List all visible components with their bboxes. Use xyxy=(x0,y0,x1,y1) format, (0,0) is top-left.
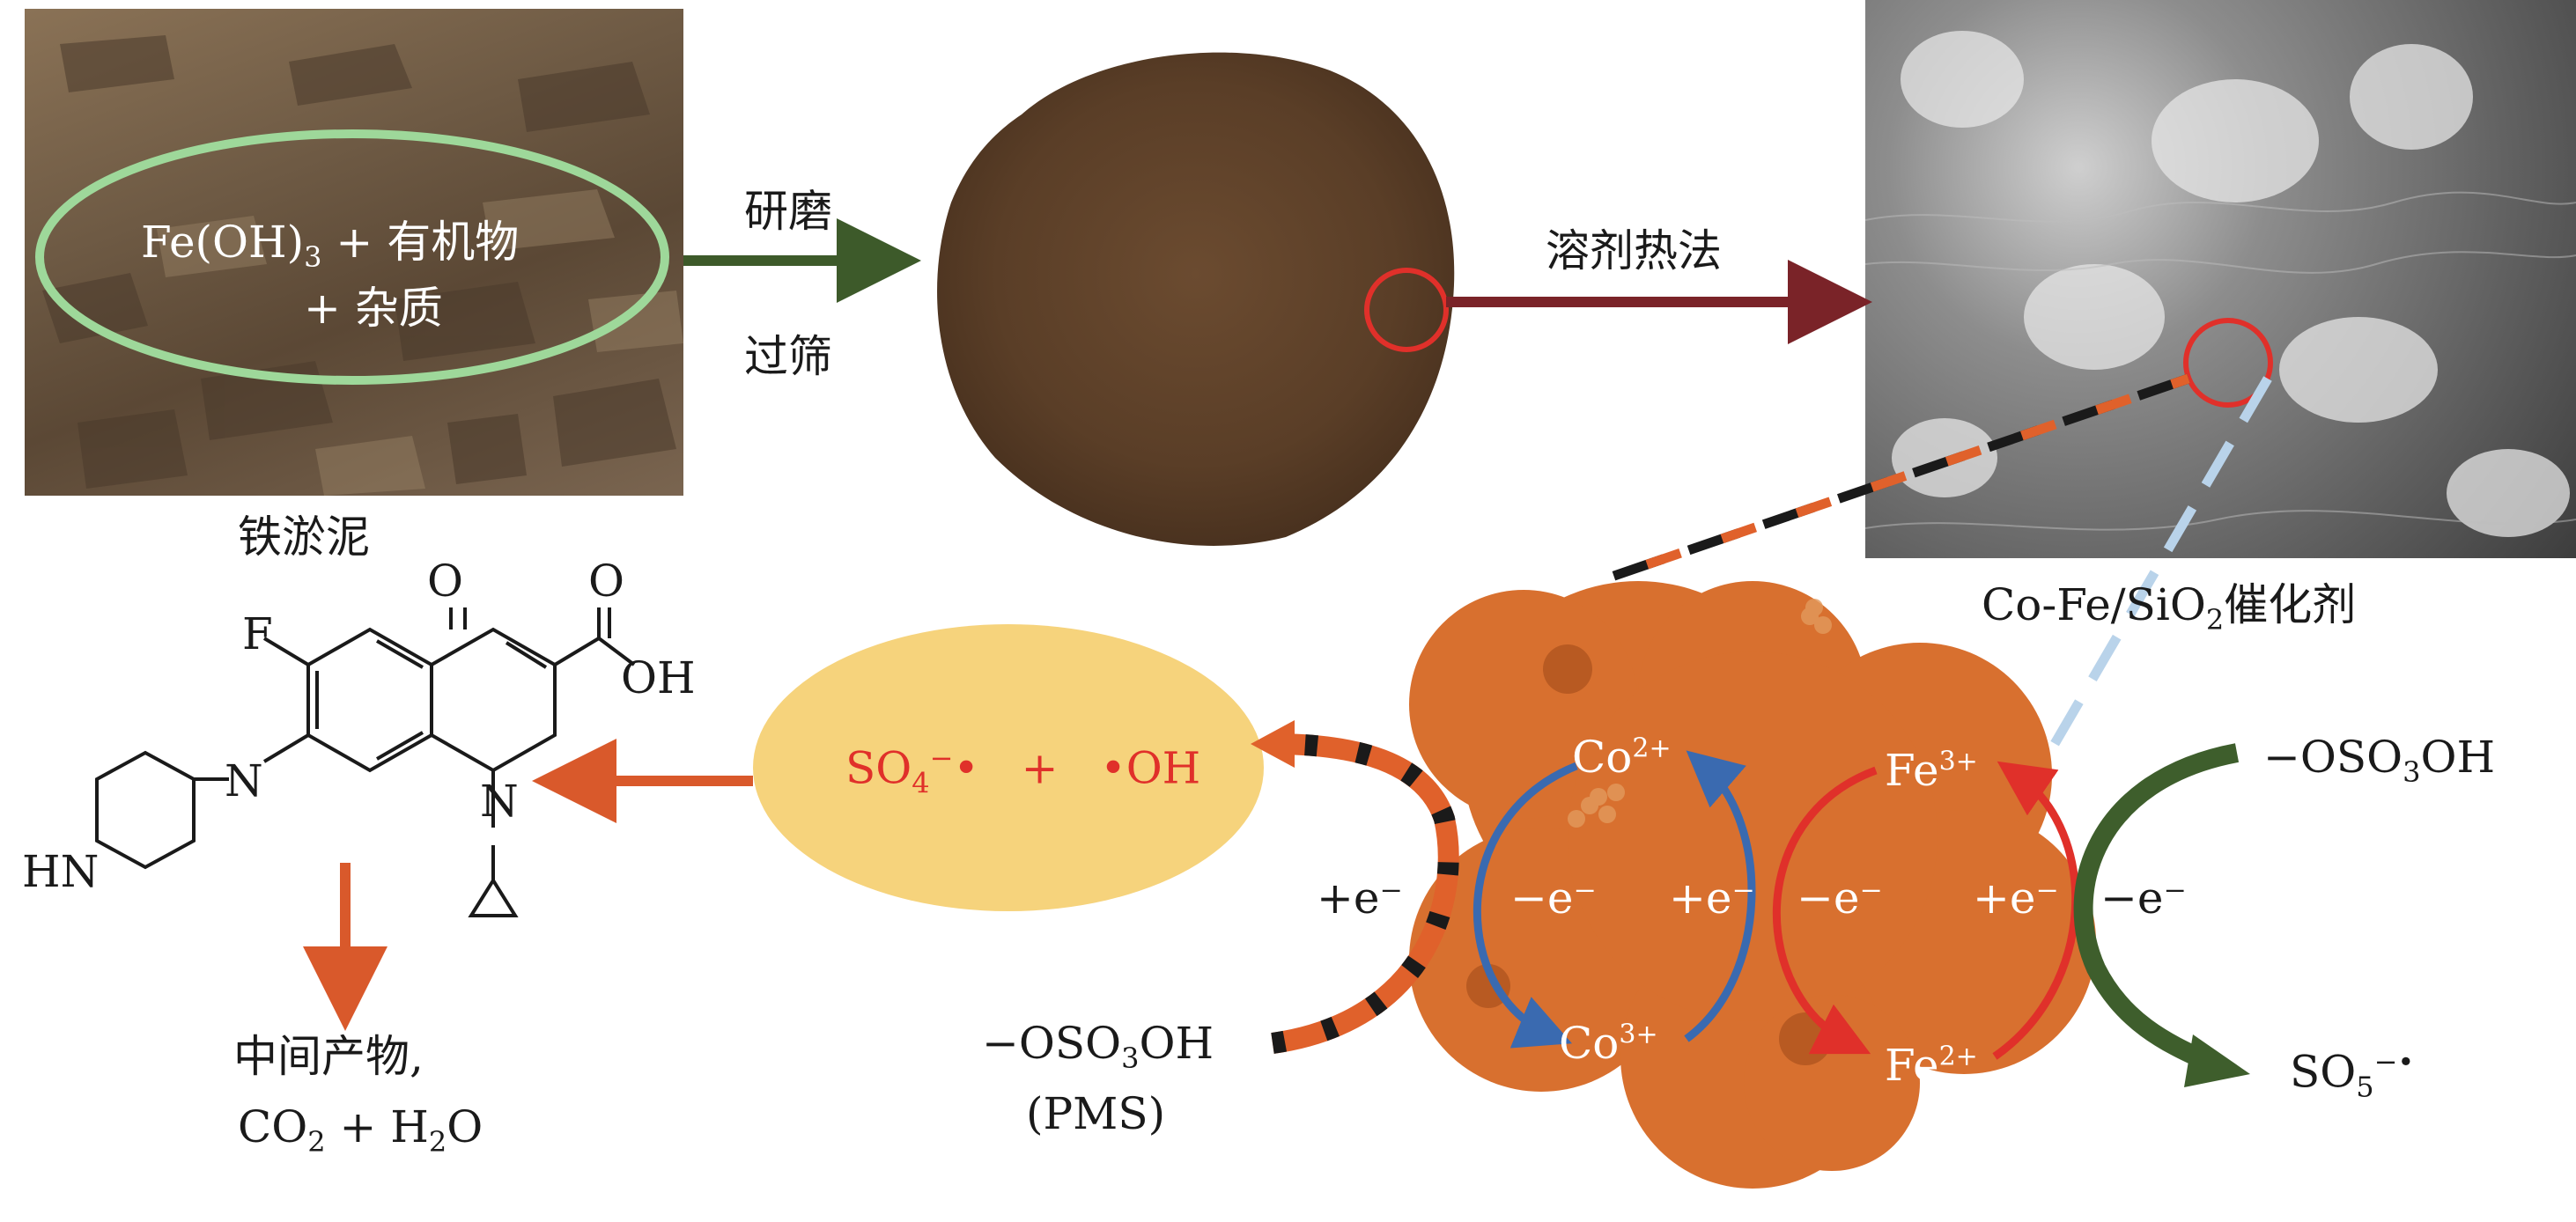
sludge-content-line1: Fe(OH)3 + 有机物 xyxy=(141,220,519,271)
fe3plus-label: Fe3+ xyxy=(1885,748,1978,792)
atom-HN: HN xyxy=(22,850,99,894)
products-line1: 中间产物, xyxy=(233,1034,424,1078)
sludge-content-line2: + 杂质 xyxy=(304,286,443,330)
electron-label-minus-2: −e⁻ xyxy=(1797,876,1883,920)
electron-label-minus-right: −e⁻ xyxy=(2100,876,2187,920)
pms-formula-right: −OSO3OH xyxy=(2263,735,2495,786)
zoom-dash-line-right xyxy=(2052,379,2268,748)
electron-label-minus-1: −e⁻ xyxy=(1510,876,1597,920)
atom-O-acid: O xyxy=(588,559,624,603)
radicals-text: SO4−• + •OH xyxy=(845,744,1200,798)
pms-name: (PMS) xyxy=(1026,1092,1165,1136)
electron-label-plus-right: +e⁻ xyxy=(1973,876,2059,920)
step1-label-top: 研磨 xyxy=(744,189,832,233)
co3plus-label: Co3+ xyxy=(1559,1021,1658,1065)
catalyst-caption: Co-Fe/SiO2催化剂 xyxy=(1982,583,2356,634)
pms-formula-left: −OSO3OH xyxy=(982,1021,1214,1072)
atom-F: F xyxy=(242,612,273,656)
atom-OH: OH xyxy=(621,656,696,700)
electron-label-plus-mid: +e⁻ xyxy=(1669,876,1755,920)
powder-red-circle xyxy=(1367,270,1446,350)
step2-label: 溶剂热法 xyxy=(1546,229,1722,273)
so5-radical: SO5−• xyxy=(2290,1048,2414,1101)
atom-N-ring: N xyxy=(480,779,519,823)
quinolone-molecule xyxy=(97,607,634,916)
sludge-caption: 铁淤泥 xyxy=(238,515,370,559)
electron-label-plus-left: +e⁻ xyxy=(1317,876,1403,920)
step1-label-bottom: 过筛 xyxy=(744,335,832,379)
pms-oxidation-arrowhead xyxy=(2184,1034,2250,1087)
fe2plus-label: Fe2+ xyxy=(1885,1043,1978,1087)
atom-N-piperazine: N xyxy=(225,759,263,803)
products-line2: CO2 + H2O xyxy=(238,1105,483,1156)
atom-O-ketone: O xyxy=(427,559,463,603)
co2plus-label: Co2+ xyxy=(1572,735,1672,779)
